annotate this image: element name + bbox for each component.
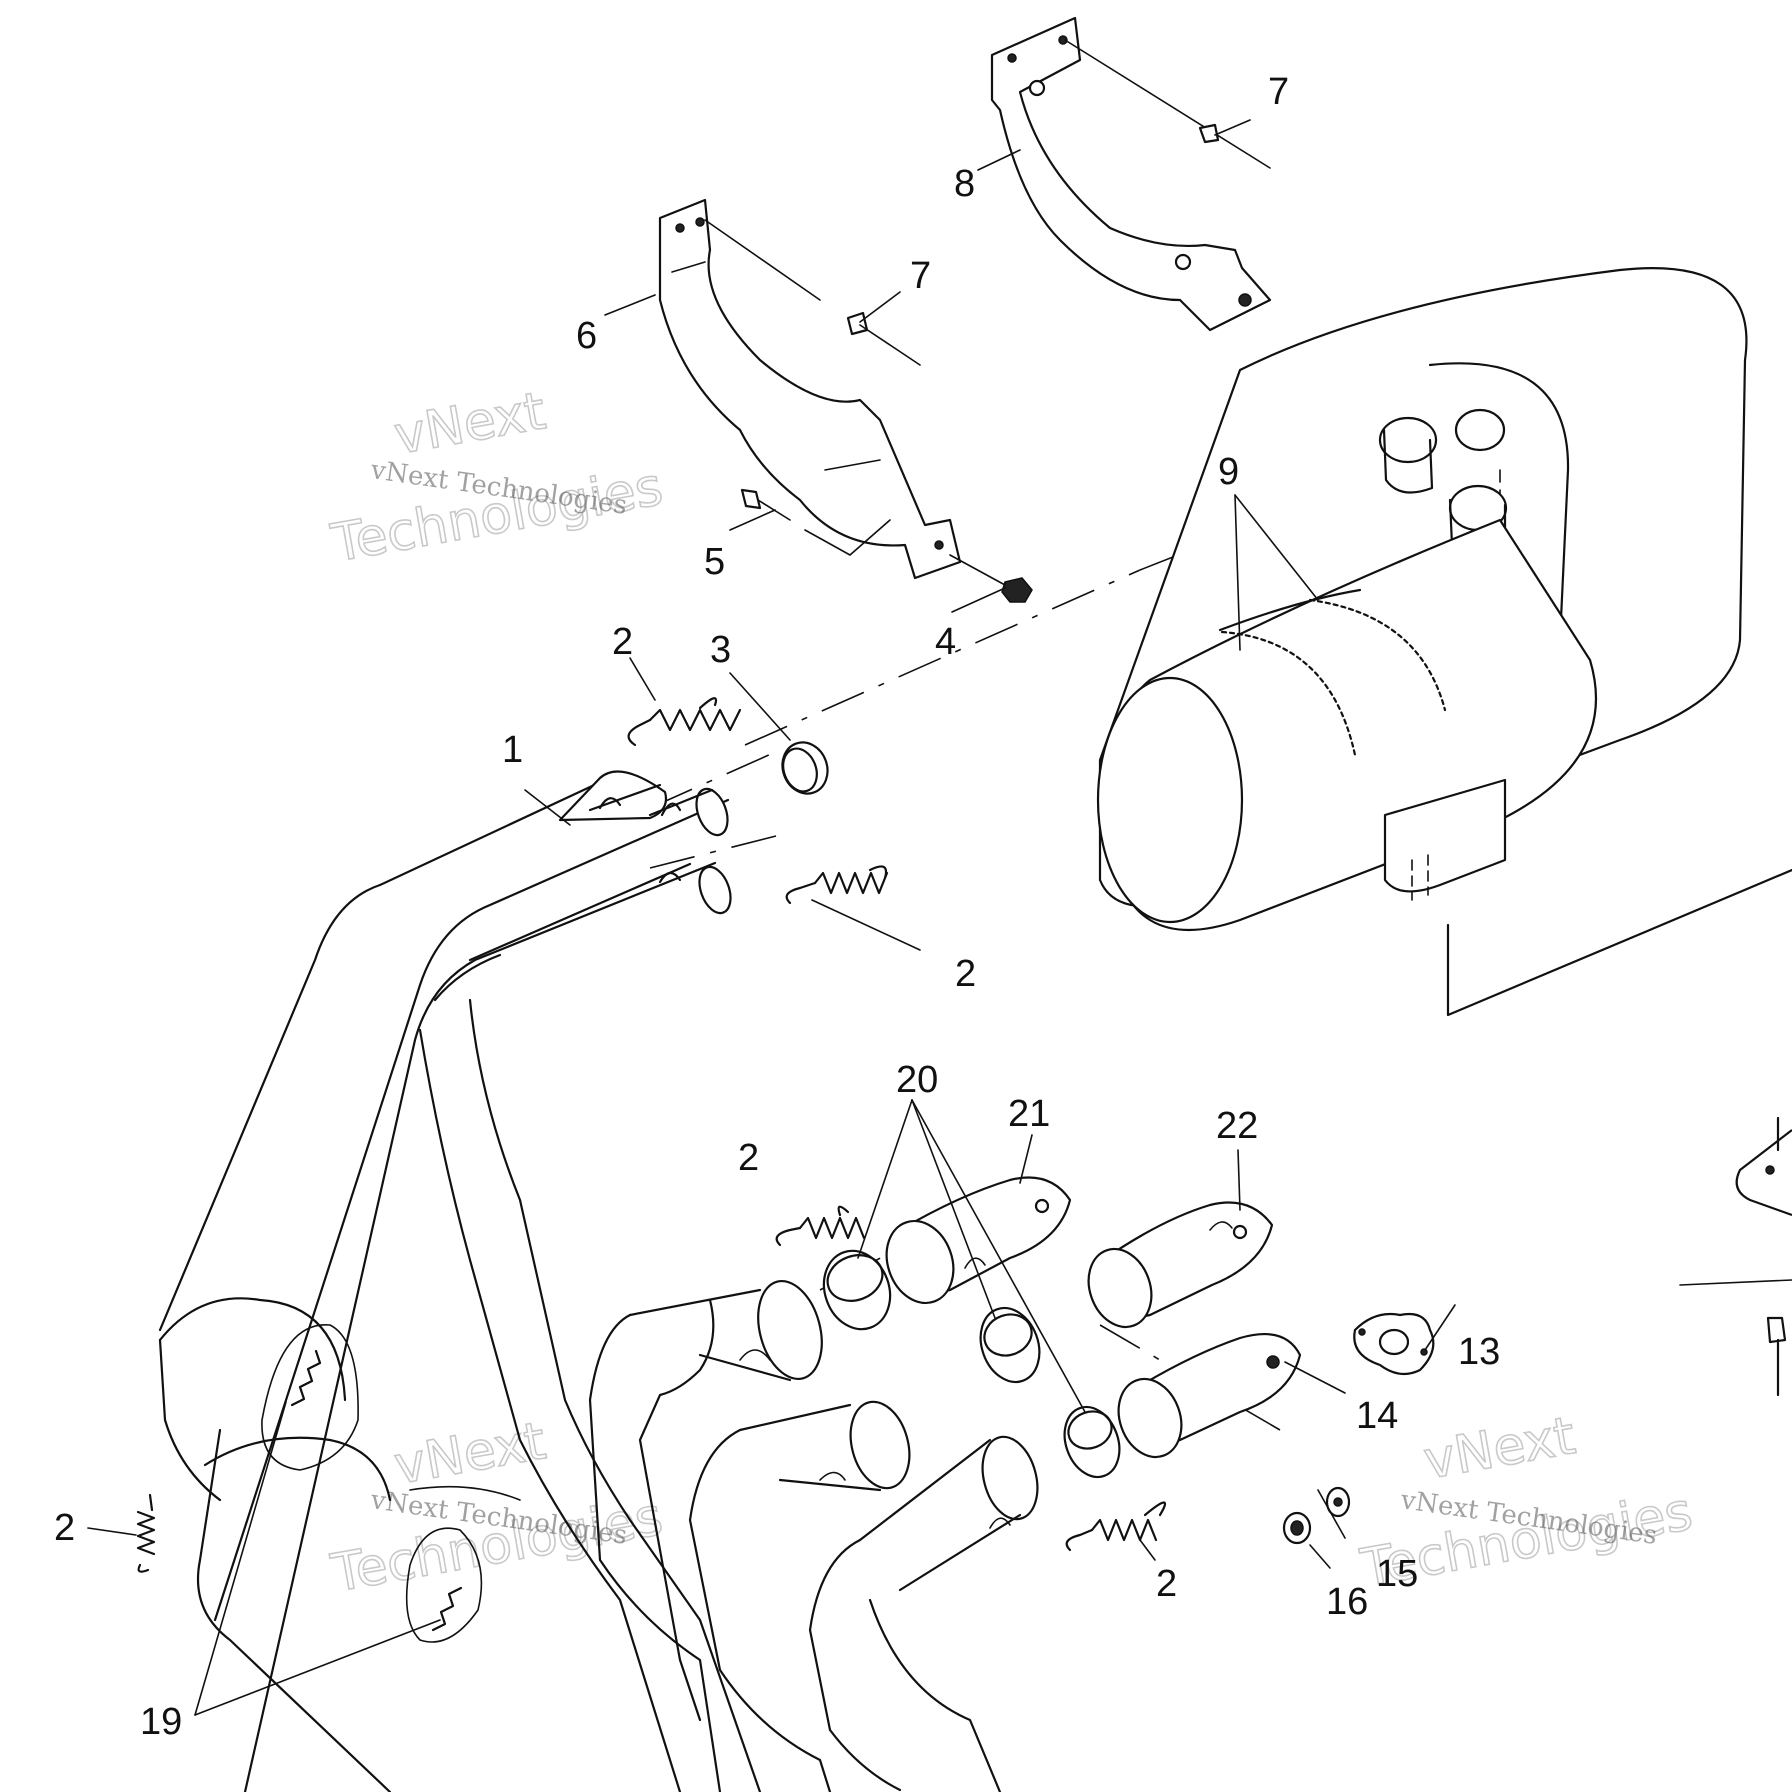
lower-header-pipes [588,1279,1039,1792]
callout-7: 7 [910,255,931,297]
flange-22 [1087,1201,1274,1329]
callout-3: 3 [710,629,731,671]
nut-16 [1282,1511,1312,1545]
callout-13: 13 [1458,1331,1500,1373]
callout-19: 19 [140,1701,182,1743]
callout-5: 5 [704,541,725,583]
callout-8: 8 [954,163,975,205]
callout-4: 4 [935,621,956,663]
spring-2-far-left [136,1493,156,1573]
leader-lines [87,119,1456,1716]
rings-20 [822,1249,1121,1479]
spring-2-mid [785,865,889,905]
callout-21: 21 [1008,1093,1050,1135]
ring-3 [781,741,829,795]
callout-2: 2 [54,1507,75,1549]
callout-9: 9 [1218,451,1239,493]
watermark-bottom-left: vNext Technologies [326,1410,668,1605]
callout-2: 2 [612,621,633,663]
callout-2: 2 [1156,1563,1177,1605]
watermark-top-left: vNext Technologies [326,380,668,575]
right-edge-bracket [1735,1116,1792,1397]
callout-labels: 1 2 3 4 5 6 7 7 8 9 2 20 21 22 2 13 14 1… [54,71,1500,1743]
flange-21 [885,1176,1072,1305]
header-pipes-1 [158,770,762,1792]
callout-20: 20 [896,1059,938,1101]
callout-15: 15 [1376,1553,1418,1595]
callout-7: 7 [1268,71,1289,113]
callout-6: 6 [576,315,597,357]
spring-2-left [775,1205,866,1247]
watermark-big-vnext: vNext [390,381,550,466]
callout-2: 2 [738,1137,759,1179]
muffler [1096,267,1792,1017]
callout-2: 2 [955,953,976,995]
spring-2-upper [627,697,742,747]
callout-22: 22 [1216,1105,1258,1147]
bracket-8 [990,16,1272,332]
callout-16: 16 [1326,1581,1368,1623]
flange-14 [1117,1333,1302,1459]
gasket-13 [1353,1312,1435,1376]
bracket-6 [658,198,1033,603]
washer-15 [1325,1486,1351,1518]
spring-2-bottom [1065,1501,1167,1552]
watermark-big-vnext: vNext [1420,1406,1580,1491]
callout-1: 1 [502,729,523,771]
callout-14: 14 [1356,1395,1398,1437]
